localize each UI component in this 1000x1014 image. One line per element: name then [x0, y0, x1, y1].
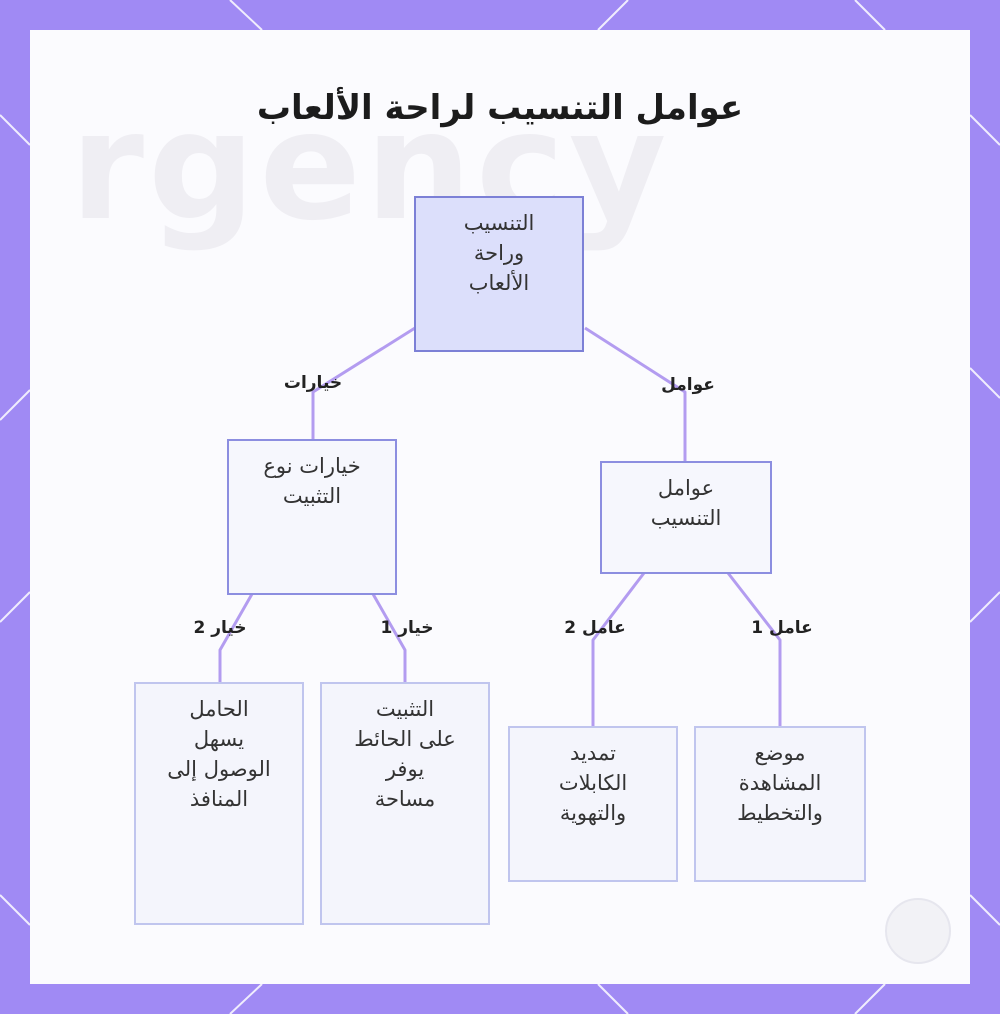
- node-wall-mount: التثبيت على الحائط يوفر مساحة: [320, 682, 490, 925]
- edge-label-factors: عوامل: [661, 375, 715, 395]
- node-cable-extension-text: تمديد الكابلات والتهوية: [558, 741, 628, 825]
- connector-lines: [218, 326, 782, 727]
- edge-root-to-options: [311, 326, 416, 440]
- node-root: التنسيب وراحة الألعاب: [414, 196, 584, 352]
- edge-root-to-factors: [584, 326, 687, 462]
- edge-label-option-1: خيار 1: [380, 618, 434, 638]
- node-mount-options-text: خيارات نوع التثبيت: [263, 454, 361, 508]
- node-factors: عوامل التنسيب: [600, 461, 772, 574]
- diagram-title: عوامل التنسيب لراحة الألعاب: [256, 88, 744, 128]
- edge-options-to-wall: [371, 593, 407, 682]
- edge-factors-to-cable: [591, 572, 646, 727]
- node-root-text: التنسيب وراحة الألعاب: [463, 211, 535, 295]
- node-cable-extension: تمديد الكابلات والتهوية: [508, 726, 678, 882]
- diagram-canvas: rgency عوامل التنسيب لراحة الألعاب التنس…: [30, 30, 970, 984]
- node-stand: الحامل يسهل الوصول إلى المنافذ: [134, 682, 304, 925]
- node-stand-text: الحامل يسهل الوصول إلى المنافذ: [167, 697, 271, 811]
- node-wall-mount-text: التثبيت على الحائط يوفر مساحة: [354, 697, 456, 811]
- edge-label-option-2: خيار 2: [193, 618, 247, 638]
- edge-options-to-stand: [218, 593, 254, 682]
- edge-label-options: خيارات: [283, 373, 343, 393]
- edge-factors-to-viewing: [726, 572, 782, 727]
- corner-badge-icon: [885, 898, 951, 964]
- edge-label-factor-1: عامل 1: [751, 618, 813, 638]
- node-viewing-position: موضع المشاهدة والتخطيط: [694, 726, 866, 882]
- node-factors-text: عوامل التنسيب: [650, 476, 722, 530]
- node-viewing-position-text: موضع المشاهدة والتخطيط: [737, 741, 823, 825]
- node-mount-options: خيارات نوع التثبيت: [227, 439, 397, 595]
- edge-label-factor-2: عامل 2: [564, 618, 626, 638]
